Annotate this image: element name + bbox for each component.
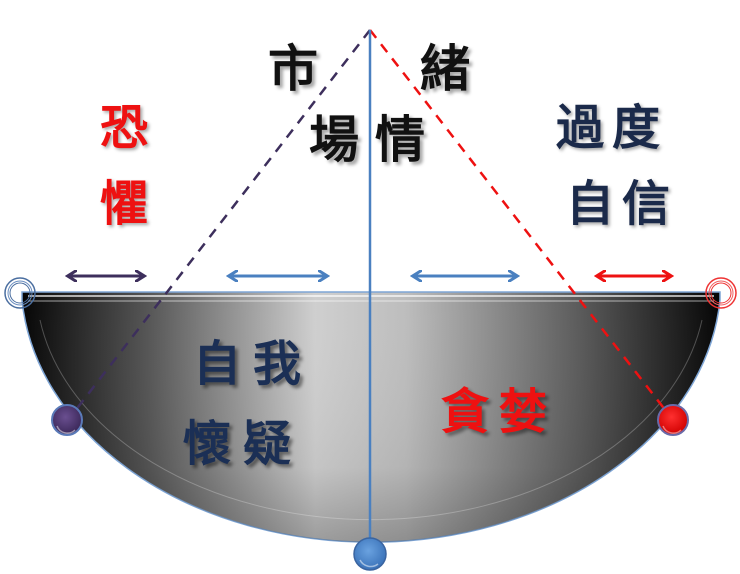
right-hollow-ring-icon	[705, 277, 737, 309]
overconfidence-label-line1: 過度	[556, 100, 669, 156]
greed-label: 貪婪	[441, 384, 558, 440]
left-hollow-ring-icon	[4, 277, 36, 309]
title-char-1: 市	[268, 39, 318, 98]
fear-label-line2: 懼	[100, 176, 149, 232]
title-char-4: 緒	[420, 39, 470, 98]
title-char-3: 情	[375, 110, 425, 169]
self-doubt-label-line2: 懷疑	[183, 416, 304, 472]
purple-ball-icon	[51, 404, 83, 436]
red-ball-icon	[657, 404, 689, 436]
title-char-2: 場	[309, 110, 359, 169]
blue-ball-icon	[353, 537, 387, 571]
fear-label-line1: 恐	[100, 100, 149, 156]
self-doubt-label-line1: 自我	[193, 336, 314, 392]
overconfidence-label-line2: 自信	[566, 176, 679, 232]
